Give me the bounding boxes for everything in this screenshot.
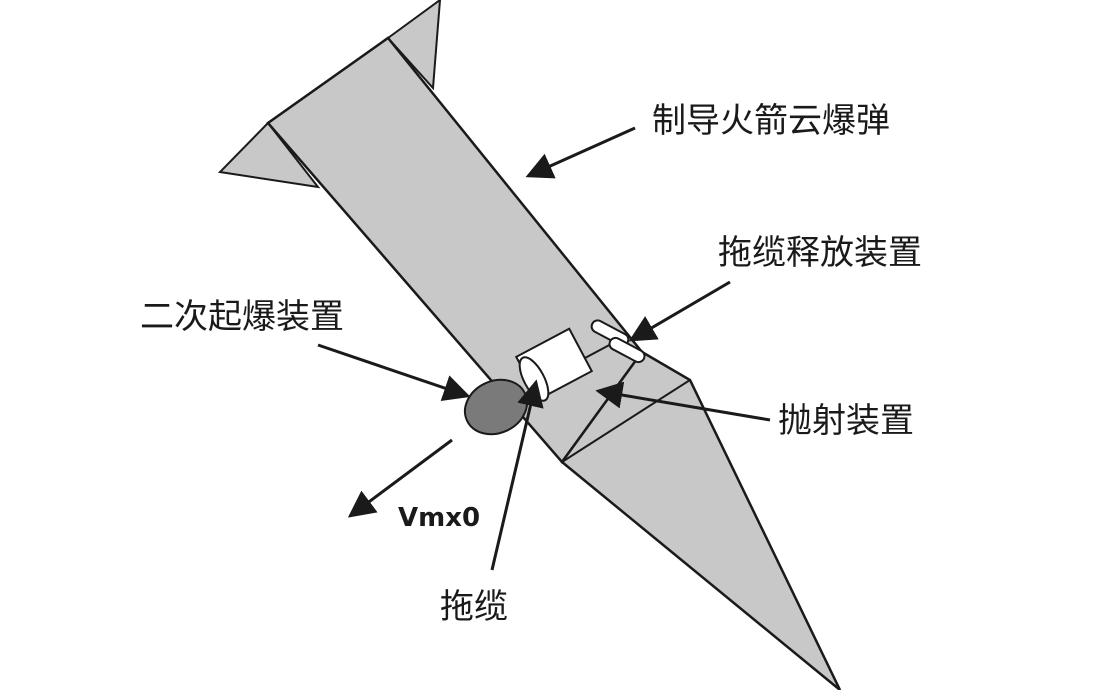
top-tail-fin xyxy=(386,0,442,91)
tow-cable-label: 拖缆 xyxy=(440,587,508,627)
ejector-pointer-arrow xyxy=(595,381,771,422)
cable-release-pointer-arrow xyxy=(628,280,731,342)
cable-release-device xyxy=(584,319,646,364)
tow-cable-pointer-arrow xyxy=(490,379,544,571)
velocity-label: Vmx0 xyxy=(398,503,480,533)
rocket-nose-cone xyxy=(560,350,842,690)
detonator-pointer-arrow xyxy=(317,343,471,401)
tail-section-line xyxy=(267,37,389,124)
nose-section-line xyxy=(561,379,691,463)
rocket-pointer-arrow xyxy=(525,126,636,179)
left-tail-fin xyxy=(217,121,321,189)
rocket-label: 制导火箭云爆弹 xyxy=(652,101,890,141)
velocity-arrow xyxy=(347,438,453,518)
ejector-label: 抛射装置 xyxy=(778,401,914,441)
rocket-body xyxy=(266,36,644,465)
secondary-detonator-label: 二次起爆装置 xyxy=(140,297,344,337)
cable-release-label: 拖缆释放装置 xyxy=(718,233,922,273)
